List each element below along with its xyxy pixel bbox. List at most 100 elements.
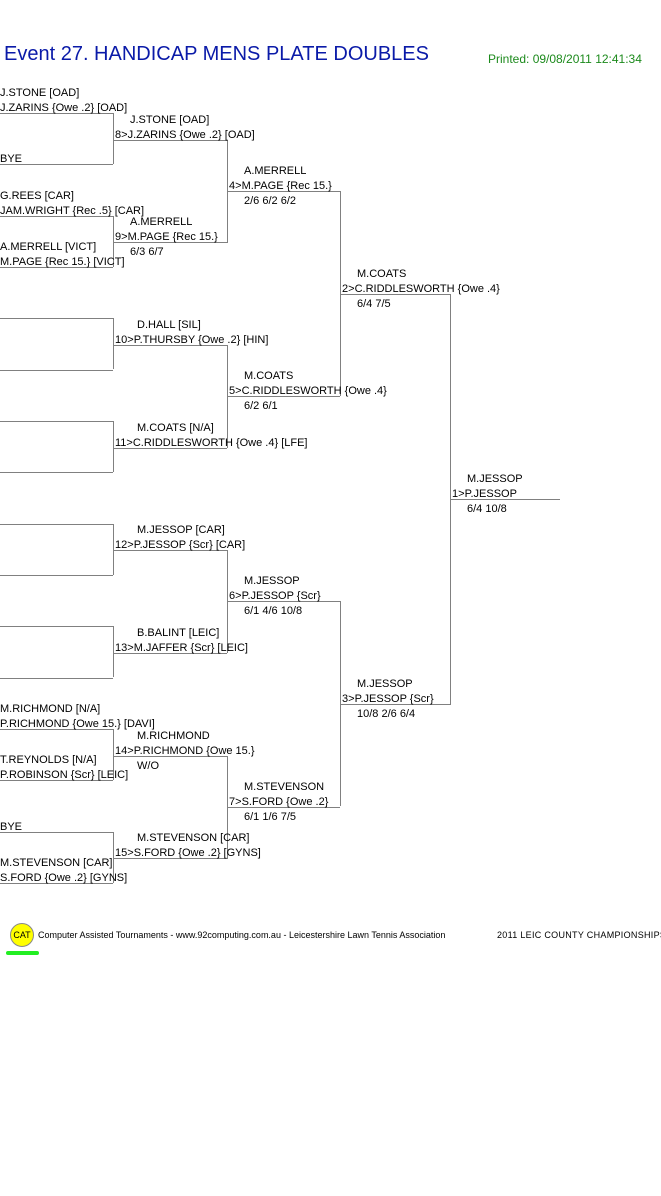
cat-logo: CAT [10,923,34,947]
winner-row: 12>P.JESSOP {Scr} [CAR] [115,539,245,552]
match-line [227,191,340,192]
winner-row: 13>M.JAFFER {Scr} [LEIC] [115,642,248,655]
bracket-connector [113,216,114,267]
winner-player-2: S.FORD {Owe .2} [GYNS] [133,847,261,859]
entry-player: M.PAGE {Rec 15.} [VICT] [0,256,125,268]
printed-timestamp: Printed: 09/08/2011 12:41:34 [488,52,642,66]
bracket-connector [113,626,114,677]
bracket-connector [113,524,114,575]
entry-line [0,370,113,371]
seed-number: 10 [115,334,128,346]
seed-marker: > [121,231,128,243]
winner-row: 1>P.JESSOP [452,488,517,501]
seed-marker: > [126,437,133,449]
entry-line [0,626,113,627]
seed-number: 2 [342,283,349,295]
match-line [113,448,227,449]
entry-line [0,113,113,114]
entry-line [0,832,113,833]
seed-marker: > [235,590,242,602]
seed-number: 5 [229,385,236,397]
winner-player-1: M.JESSOP [CAR] [137,524,225,536]
winner-player-2: C.RIDDLESWORTH {Owe .4} [LFE] [132,437,308,449]
winner-row: 7>S.FORD {Owe .2} [229,796,328,809]
winner-player-2: P.JESSOP {Scr} [CAR] [133,539,246,551]
winner-player-1: D.HALL [SIL] [137,319,201,331]
winner-player-2: P.JESSOP {Scr} [354,693,434,705]
entry-line [0,421,113,422]
winner-player-1: M.COATS [244,370,294,382]
seed-number: 12 [115,539,128,551]
entry-line [0,780,113,781]
match-line [340,294,450,295]
match-score: 6/2 6/1 [244,400,278,412]
seed-marker: > [127,642,134,654]
entry-player: M.RICHMOND [N/A] [0,703,101,715]
winner-player-2: M.JAFFER {Scr} [LEIC] [133,642,248,654]
seed-marker: > [458,488,465,500]
winner-player-1: A.MERRELL [130,216,193,228]
seed-marker: > [127,539,134,551]
seed-marker: > [235,180,242,192]
match-score: 6/1 1/6 7/5 [244,811,296,823]
bracket-connector [113,832,114,883]
seed-number: 7 [229,796,236,808]
bracket-connector [113,421,114,472]
match-line [227,601,340,602]
winner-player-1: M.STEVENSON [CAR] [137,832,250,844]
footer-credits: Computer Assisted Tournaments - www.92co… [38,930,446,940]
winner-row: 9>M.PAGE {Rec 15.} [115,231,218,244]
seed-number: 13 [115,642,128,654]
match-line [113,140,227,141]
winner-player-2: S.FORD {Owe .2} [241,796,329,808]
winner-player-1: M.JESSOP [244,575,300,587]
seed-number: 8 [115,129,122,141]
entry-player: T.REYNOLDS [N/A] [0,754,97,766]
winner-player-2: C.RIDDLESWORTH {Owe .4} [354,283,500,295]
winner-row: 5>C.RIDDLESWORTH {Owe .4} [229,385,387,398]
winner-player-1: M.JESSOP [467,473,523,485]
page-title: Event 27. HANDICAP MENS PLATE DOUBLES [4,43,429,65]
match-line [227,807,340,808]
winner-player-2: J.ZARINS {Owe .2} [OAD] [127,129,255,141]
entry-player: P.RICHMOND {Owe 15.} [DAVI] [0,718,155,730]
entry-line [0,267,113,268]
match-score: 2/6 6/2 6/2 [244,195,296,207]
winner-row: 11>C.RIDDLESWORTH {Owe .4} [LFE] [115,437,307,450]
entry-line [0,164,113,165]
winner-player-1: B.BALINT [LEIC] [137,627,220,639]
seed-number: 6 [229,590,236,602]
match-line [113,242,227,243]
winner-row: 6>P.JESSOP {Scr} [229,590,321,603]
entry-line [0,729,113,730]
winner-player-2: C.RIDDLESWORTH {Owe .4} [241,385,387,397]
entry-player: S.FORD {Owe .2} [GYNS] [0,872,128,884]
seed-number: 3 [342,693,349,705]
bracket-connector [340,191,341,396]
winner-player-1: M.STEVENSON [244,781,325,793]
seed-number: 4 [229,180,236,192]
match-score: W/O [137,760,159,772]
seed-marker: > [348,693,355,705]
match-score: 6/1 4/6 10/8 [244,605,303,617]
seed-number: 9 [115,231,122,243]
winner-player-1: M.JESSOP [357,678,413,690]
match-line [227,396,340,397]
entry-player: M.STEVENSON [CAR] [0,857,113,869]
seed-marker: > [348,283,355,295]
match-line [113,858,227,859]
winner-player-1: M.COATS [357,268,407,280]
seed-number: 14 [115,745,128,757]
seed-marker: > [235,385,242,397]
match-line [113,653,227,654]
entry-line [0,883,113,884]
logo-underline [6,951,39,955]
entry-player: JAM.WRIGHT {Rec .5} [CAR] [0,205,145,217]
footer-championship: 2011 LEIC COUNTY CHAMPIONSHIPS [497,930,661,940]
winner-player-1: A.MERRELL [244,165,307,177]
entry-player: J.STONE [OAD] [0,87,80,99]
winner-player-1: M.RICHMOND [137,730,210,742]
winner-row: 4>M.PAGE {Rec 15.} [229,180,332,193]
seed-number: 11 [115,437,127,449]
bracket-connector [113,729,114,780]
